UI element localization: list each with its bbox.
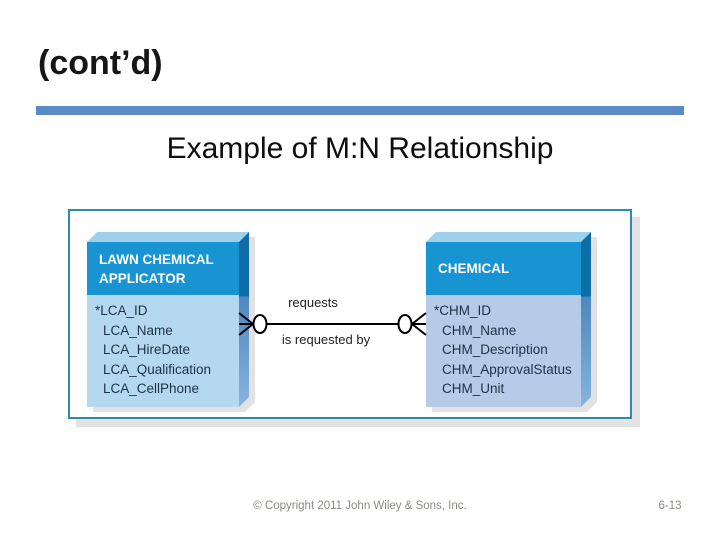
entity-box: CHEMICAL *CHM_ID CHM_Name CHM_Descriptio… — [426, 242, 581, 407]
entity-name: CHEMICAL — [438, 261, 510, 276]
entity-attribute-list: *CHM_ID CHM_Name CHM_Description CHM_App… — [426, 295, 581, 407]
slide-title: (cont’d) — [38, 44, 163, 82]
entity-chemical: CHEMICAL *CHM_ID CHM_Name CHM_Descriptio… — [426, 232, 591, 407]
entity-header: LAWN CHEMICAL APPLICATOR — [87, 242, 239, 295]
optional-circle-icon-left — [252, 314, 268, 334]
entity-bevel-top — [87, 232, 249, 242]
relationship-label-top: requests — [288, 295, 338, 310]
entity-attribute: CHM_Description — [442, 342, 548, 357]
entity-attribute: LCA_HireDate — [103, 342, 191, 357]
entity-attribute: CHM_Unit — [442, 381, 505, 396]
entity-attribute: LCA_Name — [103, 322, 173, 338]
entity-attribute: LCA_CellPhone — [103, 381, 200, 396]
page-number: 6-13 — [658, 500, 682, 512]
slide-subtitle: Example of M:N Relationship — [166, 132, 554, 165]
footer-copyright: © Copyright 2011 John Wiley & Sons, Inc. — [253, 500, 467, 512]
entity-bevel-top — [426, 232, 591, 242]
entity-attribute: LCA_Qualification — [103, 361, 212, 377]
relationship-label-bottom: is requested by — [281, 332, 371, 347]
entity-name: LAWN CHEMICAL APPLICATOR — [99, 251, 214, 286]
entity-attribute: *LCA_ID — [95, 303, 148, 318]
entity-bevel-right — [239, 232, 249, 407]
title-divider-bar — [36, 106, 684, 115]
entity-lawn-chemical-applicator: LAWN CHEMICAL APPLICATOR *LCA_ID LCA_Nam… — [87, 232, 249, 407]
entity-attribute: CHM_ApprovalStatus — [442, 361, 572, 377]
entity-box: LAWN CHEMICAL APPLICATOR *LCA_ID LCA_Nam… — [87, 242, 239, 407]
crows-foot-many-icon-right — [411, 312, 427, 336]
entity-attribute: *CHM_ID — [434, 303, 492, 318]
entity-bevel-right — [581, 232, 591, 407]
optional-circle-icon-right — [397, 314, 413, 334]
er-diagram-panel: LAWN CHEMICAL APPLICATOR *LCA_ID LCA_Nam… — [68, 209, 632, 419]
entity-attribute: CHM_Name — [442, 322, 517, 338]
entity-header: CHEMICAL — [426, 242, 581, 295]
entity-attribute-list: *LCA_ID LCA_Name LCA_HireDate LCA_Qualif… — [87, 295, 239, 407]
